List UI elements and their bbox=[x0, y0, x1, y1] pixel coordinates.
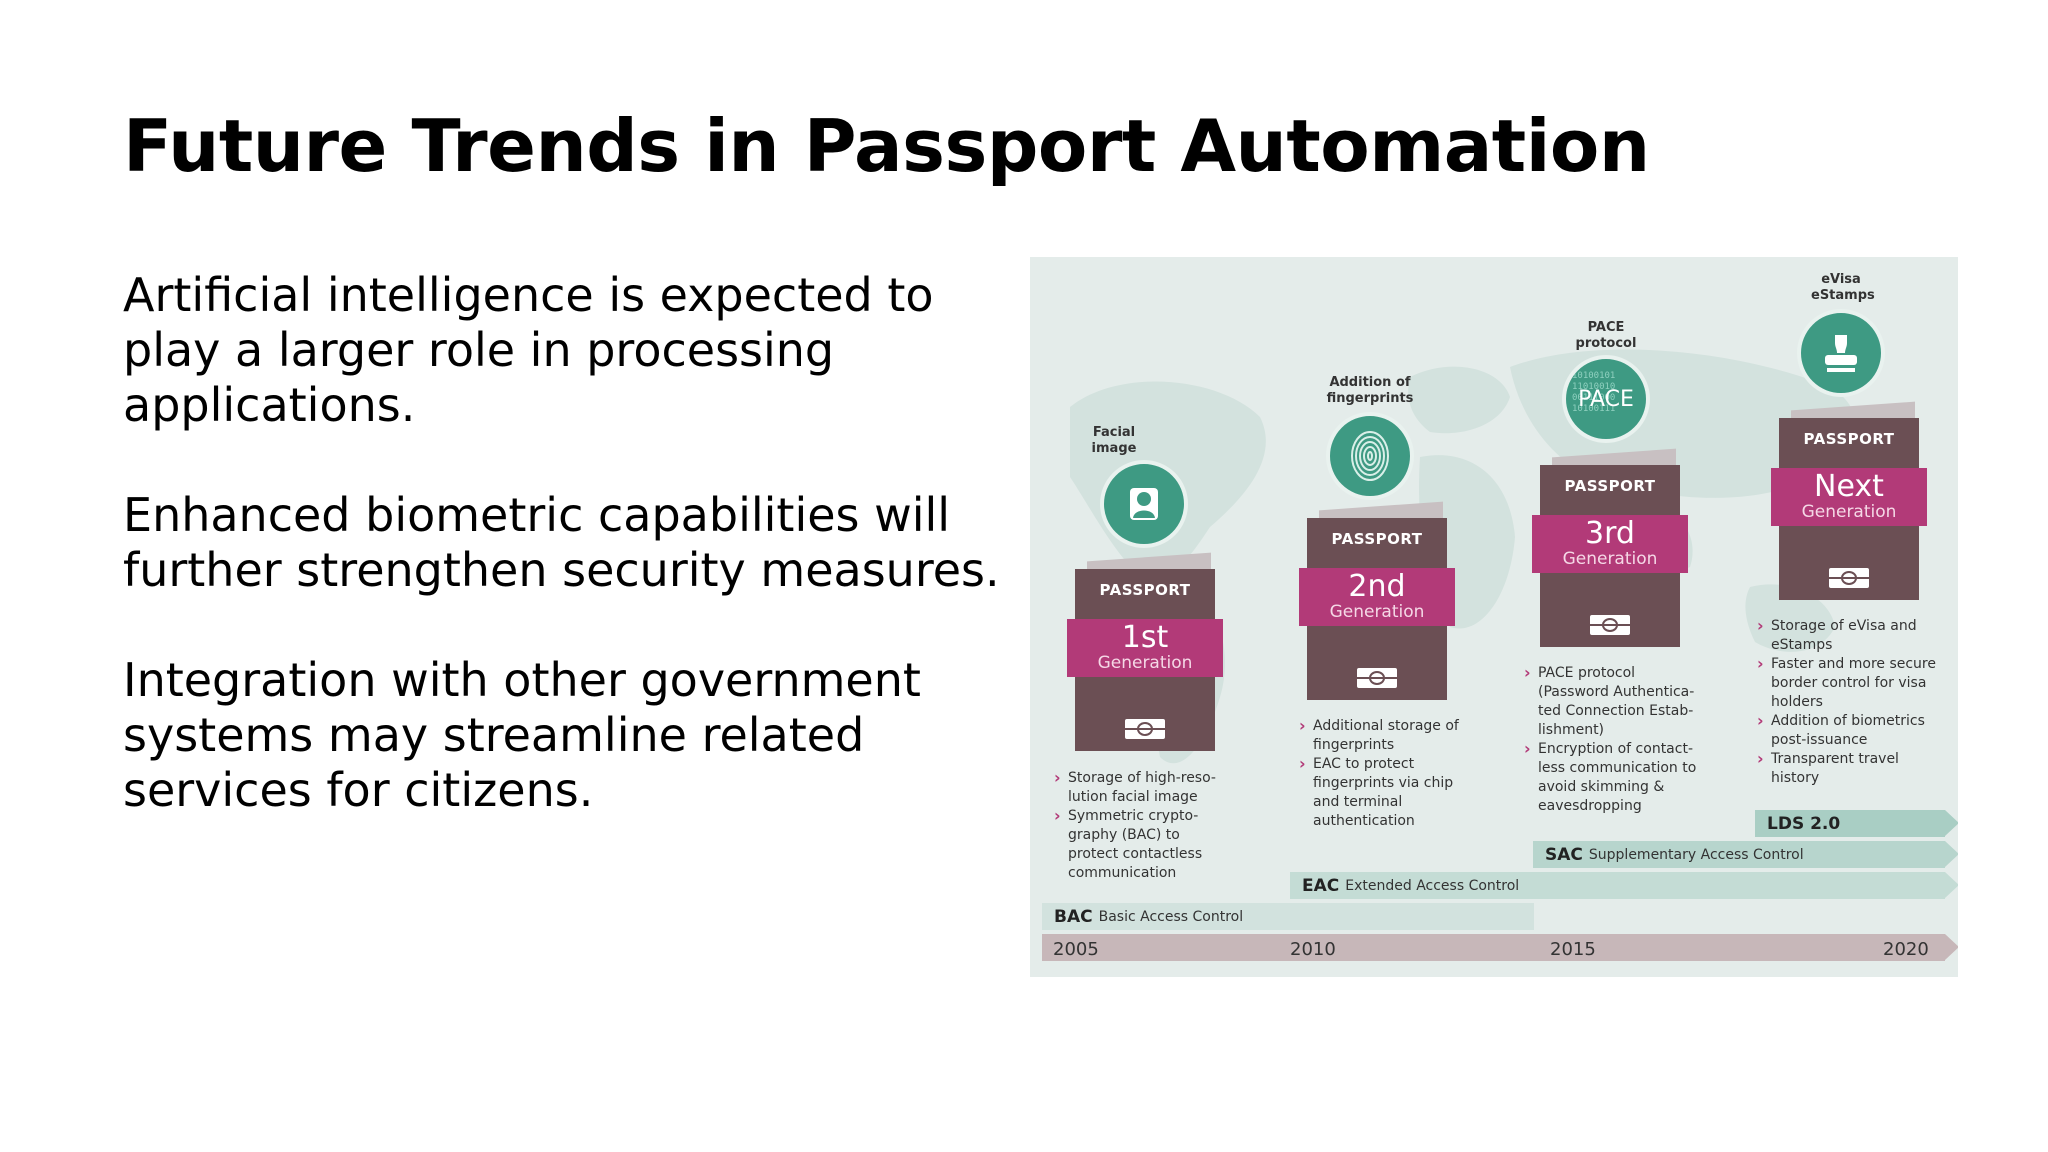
feature-item: Symmetric crypto-graphy (BAC) to protect… bbox=[1054, 806, 1222, 883]
bar-eac: EAC Extended Access Control bbox=[1290, 872, 1958, 899]
biometric-chip-icon bbox=[1357, 668, 1397, 688]
bullet-ai: Artificial intelligence is expected to p… bbox=[123, 268, 934, 432]
bullet-list: Artificial intelligence is expected to p… bbox=[123, 268, 1023, 873]
biometric-chip-icon bbox=[1590, 615, 1630, 635]
slide-title: Future Trends in Passport Automation bbox=[123, 104, 1650, 188]
feature-item: Storage of eVisa and eStamps bbox=[1757, 616, 1947, 655]
generation-number: 3rd bbox=[1585, 516, 1635, 551]
feature-item: Addition of biometrics post-issuance bbox=[1757, 711, 1947, 750]
bullet-biometric: Enhanced biometric capabilities will fur… bbox=[123, 488, 1000, 597]
passport-2nd-generation: PASSPORT 2nd Generation bbox=[1299, 501, 1455, 700]
year-2005: 2005 bbox=[1053, 939, 1099, 960]
features-1st-generation: Storage of high-reso-lution facial image… bbox=[1054, 768, 1222, 883]
bar-abbr: BAC bbox=[1054, 906, 1093, 927]
generation-text: Generation bbox=[1097, 653, 1193, 673]
passport-generations-infographic: Facial image PASSPORT 1st Generation Sto… bbox=[1030, 257, 1958, 977]
passport-next-generation: PASSPORT Next Generation bbox=[1771, 401, 1927, 600]
feature-item: Encryption of contact-less communication… bbox=[1524, 739, 1704, 816]
passport-label: PASSPORT bbox=[1564, 477, 1656, 495]
year-2020: 2020 bbox=[1883, 939, 1929, 960]
generation-number: 2nd bbox=[1348, 569, 1406, 604]
generation-number: 1st bbox=[1121, 620, 1169, 655]
bar-name: Basic Access Control bbox=[1098, 908, 1244, 925]
timeline-bar bbox=[1042, 934, 1958, 961]
person-icon bbox=[1100, 460, 1188, 548]
generation-number: Next bbox=[1814, 469, 1884, 504]
passport-label: PASSPORT bbox=[1099, 581, 1191, 599]
feature-label-pace-protocol: PACE protocol bbox=[1575, 320, 1637, 351]
feature-item: Additional storage of fingerprints bbox=[1299, 716, 1465, 755]
bar-abbr: SAC bbox=[1545, 844, 1583, 865]
pace-icon-text: PACE bbox=[1578, 386, 1634, 412]
bullet-integration: Integration with other government system… bbox=[123, 653, 921, 817]
feature-label-fingerprints: Addition of fingerprints bbox=[1326, 375, 1414, 406]
bar-name: Supplementary Access Control bbox=[1588, 846, 1804, 863]
generation-band: Next Generation bbox=[1771, 468, 1927, 526]
feature-item: PACE protocol (Password Authentica-ted C… bbox=[1524, 663, 1704, 740]
bar-abbr: LDS 2.0 bbox=[1767, 813, 1841, 834]
biometric-chip-icon bbox=[1125, 719, 1165, 739]
feature-item: Transparent travel history bbox=[1757, 749, 1947, 788]
features-3rd-generation: PACE protocol (Password Authentica-ted C… bbox=[1524, 663, 1704, 816]
generation-band: 1st Generation bbox=[1067, 619, 1223, 677]
passport-label: PASSPORT bbox=[1331, 530, 1423, 548]
stamp-icon bbox=[1797, 309, 1885, 397]
passport-label: PASSPORT bbox=[1803, 430, 1895, 448]
generation-band: 2nd Generation bbox=[1299, 568, 1455, 626]
features-next-generation: Storage of eVisa and eStamps Faster and … bbox=[1757, 616, 1947, 788]
bar-abbr: EAC bbox=[1302, 875, 1340, 896]
generation-text: Generation bbox=[1562, 549, 1658, 569]
fingerprint-icon bbox=[1326, 412, 1414, 500]
features-2nd-generation: Additional storage of fingerprints EAC t… bbox=[1299, 716, 1465, 831]
bar-lds-2: LDS 2.0 bbox=[1755, 810, 1958, 837]
passport-3rd-generation: PASSPORT 3rd Generation bbox=[1532, 448, 1688, 647]
feature-label-facial-image: Facial image bbox=[1091, 425, 1137, 456]
year-2010: 2010 bbox=[1290, 939, 1336, 960]
year-2015: 2015 bbox=[1550, 939, 1596, 960]
feature-item: EAC to protect fingerprints via chip and… bbox=[1299, 754, 1465, 831]
biometric-chip-icon bbox=[1829, 568, 1869, 588]
passport-1st-generation: PASSPORT 1st Generation bbox=[1067, 552, 1223, 751]
bar-bac: BAC Basic Access Control bbox=[1042, 903, 1534, 930]
generation-text: Generation bbox=[1329, 602, 1425, 622]
bar-sac: SAC Supplementary Access Control bbox=[1533, 841, 1958, 868]
feature-item: Storage of high-reso-lution facial image bbox=[1054, 768, 1222, 807]
generation-text: Generation bbox=[1801, 502, 1897, 522]
bar-name: Extended Access Control bbox=[1345, 877, 1520, 894]
generation-band: 3rd Generation bbox=[1532, 515, 1688, 573]
feature-item: Faster and more secure border control fo… bbox=[1757, 654, 1947, 712]
feature-label-evisa-estamps: eVisa eStamps bbox=[1811, 272, 1875, 303]
